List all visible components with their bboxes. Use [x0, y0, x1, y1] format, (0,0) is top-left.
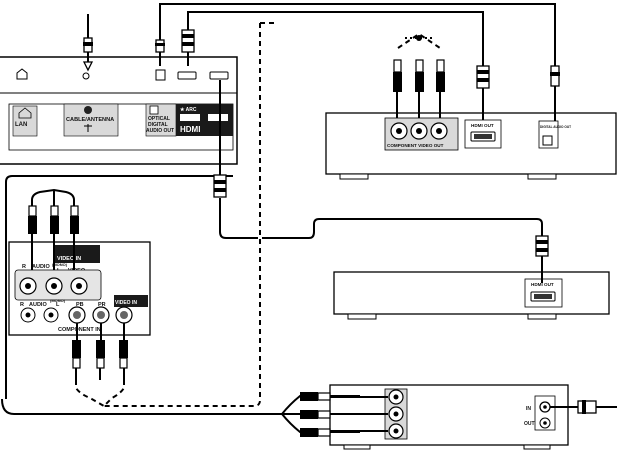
cable-antenna-label: CABLE/ANTENNA	[66, 117, 114, 123]
component-video-out-label: COMPONENT VIDEO OUT	[387, 143, 444, 148]
mono2-label: (MONO)	[50, 298, 66, 303]
dashed-cables	[75, 22, 441, 407]
digital-label: DIGITAL	[148, 122, 168, 128]
lan-label: LAN	[15, 122, 27, 128]
split-point	[416, 35, 422, 41]
out-label: OUT	[524, 421, 535, 427]
audio-label: AUDIO	[32, 264, 50, 270]
video-in-2-label: VIDEO IN	[115, 300, 137, 306]
video-in-1-number: 1	[93, 264, 97, 270]
in-label: IN	[526, 406, 531, 412]
r-label: R	[22, 264, 26, 270]
plugs	[28, 29, 597, 437]
mono-label: (MONO)	[52, 262, 68, 267]
hdmi-out-top-label: HDMI OUT	[471, 123, 494, 128]
device-mid: HDMI OUT	[333, 271, 610, 320]
tv-rear-panel: LAN CABLE/ANTENNA OPTICAL DIGITAL AUDIO …	[0, 56, 238, 165]
tv-side-panel: VIDEO IN 1 R AUDIO (MONO) L VIDEO R AUDI…	[8, 241, 151, 336]
device-top: COMPONENT VIDEO OUT HDMI OUT DIGITAL AUD…	[325, 112, 617, 180]
digital-audio-out-label: DIGITAL AUDIO OUT	[540, 125, 571, 129]
hdmi-arc-label: ★ ARC	[180, 107, 197, 113]
component-in-label: COMPONENT IN	[58, 327, 101, 333]
audio-out-label: AUDIO OUT	[146, 128, 174, 134]
audio2-label: AUDIO	[29, 302, 47, 308]
pr-label: PR	[98, 302, 106, 308]
video-in-1-label: VIDEO IN	[57, 256, 81, 262]
hdmi-logo: HDMI	[180, 125, 200, 134]
device-bottom: IN OUT	[329, 384, 569, 450]
l2-label: L	[56, 302, 60, 308]
hdmi-out-mid-label: HDMI OUT	[531, 282, 554, 287]
r2-label: R	[20, 302, 24, 308]
cables	[1, 3, 617, 433]
optical-label: OPTICAL	[148, 116, 170, 122]
pb-label: PB	[76, 302, 84, 308]
